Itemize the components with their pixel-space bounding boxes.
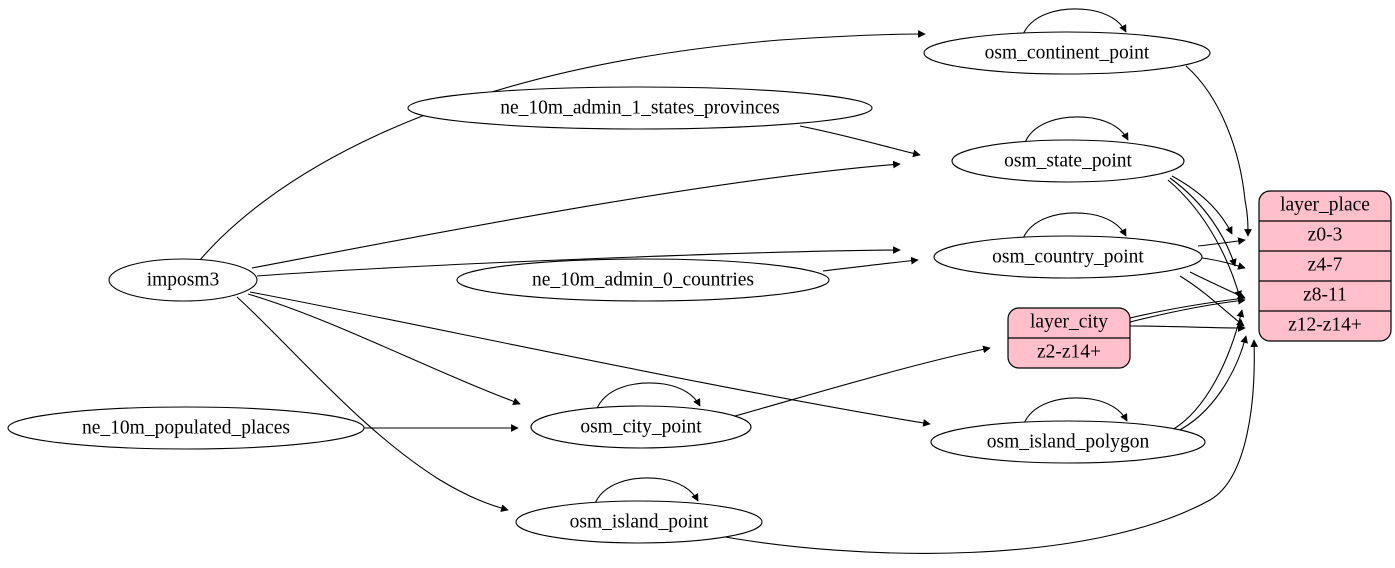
- layer-place-z12-z14-label: z12-z14+: [1288, 314, 1362, 335]
- edge-layer_city-z8_11: [1129, 296, 1246, 323]
- edge-osm_continent_point-z0_3: [1185, 65, 1252, 237]
- selfloop-osm_island_point: [593, 477, 699, 507]
- node-ne-10m-populated-places[interactable]: ne_10m_populated_places: [7, 406, 365, 450]
- layer-city-header-label: layer_city: [1030, 311, 1108, 332]
- node-osm-state-point-label: osm_state_point: [1004, 150, 1132, 171]
- edge-imposm3-osm_island_polygon: [249, 291, 931, 427]
- node-layer-place[interactable]: layer_place z0-3 z4-7 z8-11 z12-z14+: [1258, 190, 1392, 342]
- node-osm-continent-point-label: osm_continent_point: [985, 42, 1150, 63]
- node-ne-countries-label: ne_10m_admin_0_countries: [532, 269, 754, 290]
- edge-osm_island_point-z12_14: [713, 339, 1259, 554]
- node-ne-10m-admin-0-countries[interactable]: ne_10m_admin_0_countries: [456, 258, 830, 302]
- node-osm-island-point[interactable]: osm_island_point: [515, 500, 763, 544]
- node-ne-states-label: ne_10m_admin_1_states_provinces: [500, 97, 779, 118]
- edge-osm_island_polygon-z12_14: [1175, 335, 1248, 433]
- node-layer-city[interactable]: layer_city z2-z14+: [1007, 307, 1131, 369]
- node-osm-city-point[interactable]: osm_city_point: [530, 405, 752, 449]
- node-ne-10m-admin-1-states-provinces[interactable]: ne_10m_admin_1_states_provinces: [407, 86, 873, 130]
- node-osm-island-point-label: osm_island_point: [570, 511, 709, 532]
- edge-osm_state_point-z4_7: [1171, 175, 1233, 235]
- edge-osm_island_polygon-z8_11: [1171, 309, 1245, 431]
- layer-place-z0-3-label: z0-3: [1308, 224, 1343, 245]
- selfloop-osm_state_point: [1023, 116, 1129, 146]
- selfloop-osm_city_point: [595, 382, 701, 412]
- edge-osm_country_point-z0_3: [1197, 237, 1246, 247]
- node-layer: imposm3 ne_10m_admin_1_states_provinces …: [7, 31, 1392, 544]
- edge-osm_country_point-z8_11: [1189, 271, 1246, 299]
- selfloop-osm_island_polygon: [1022, 397, 1128, 427]
- edge-osm_state_point-z8_11: [1169, 177, 1237, 267]
- edge-imposm3-osm_country_point: [256, 246, 901, 277]
- edge-layer_city-z12_14: [1129, 324, 1246, 332]
- edge-osm_city_point-layer_city: [734, 345, 991, 417]
- edge-imposm3-osm_state_point: [251, 160, 901, 269]
- node-osm-island-polygon-label: osm_island_polygon: [987, 431, 1150, 452]
- node-osm-country-point[interactable]: osm_country_point: [933, 235, 1203, 279]
- selfloop-osm_continent_point: [1021, 8, 1127, 38]
- edge-ne_countries-osm_country_point: [822, 256, 919, 272]
- edge-osm_country_point-z4_7: [1201, 257, 1246, 270]
- edge-layer: [199, 8, 1259, 554]
- node-osm-city-point-label: osm_city_point: [580, 416, 702, 437]
- node-osm-island-polygon[interactable]: osm_island_polygon: [930, 420, 1206, 464]
- node-osm-country-point-label: osm_country_point: [992, 246, 1144, 267]
- node-ne-places-label: ne_10m_populated_places: [82, 417, 290, 438]
- node-osm-continent-point[interactable]: osm_continent_point: [923, 31, 1211, 75]
- edge-layer_city-z8_11-b: [1129, 297, 1246, 319]
- layer-city-z2-row-label: z2-z14+: [1037, 341, 1101, 362]
- node-imposm3-label: imposm3: [147, 269, 220, 290]
- edge-osm_state_point-z12_14: [1167, 179, 1242, 299]
- node-osm-state-point[interactable]: osm_state_point: [951, 139, 1185, 183]
- node-imposm3[interactable]: imposm3: [108, 258, 258, 302]
- edge-ne_states-osm_state_point: [799, 125, 921, 158]
- edge-imposm3-osm_continent_point: [199, 30, 926, 261]
- edge-imposm3-osm_city_point: [247, 293, 521, 406]
- layer-place-z4-7-label: z4-7: [1308, 254, 1343, 275]
- layer-place-header-label: layer_place: [1280, 194, 1370, 215]
- selfloop-osm_country_point: [1021, 212, 1127, 242]
- edge-imposm3-osm_island_point: [236, 296, 509, 512]
- layer-place-z8-11-label: z8-11: [1303, 284, 1347, 305]
